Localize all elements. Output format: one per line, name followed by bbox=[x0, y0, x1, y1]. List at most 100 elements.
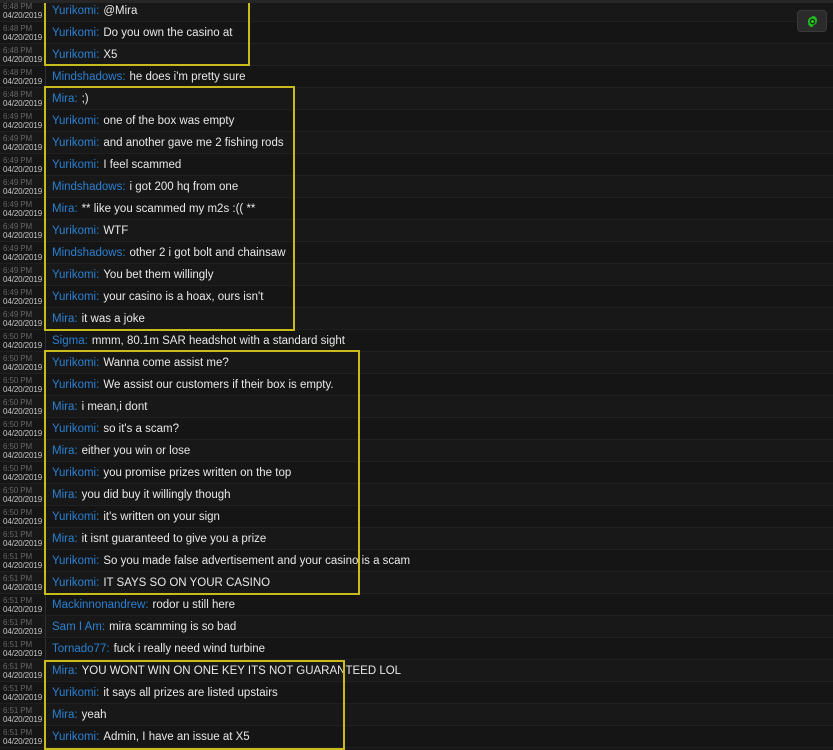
message-text: other 2 i got bolt and chainsaw bbox=[129, 246, 286, 259]
message-username[interactable]: Yurikomi bbox=[52, 466, 97, 479]
message-username[interactable]: Mira bbox=[52, 532, 75, 545]
message-username[interactable]: Yurikomi bbox=[52, 136, 97, 149]
message-username[interactable]: Mindshadows bbox=[52, 70, 123, 83]
message-separator: : bbox=[74, 400, 78, 413]
message-text: mmm, 80.1m SAR headshot with a standard … bbox=[91, 334, 345, 347]
message-date: 04/20/2019 bbox=[3, 407, 43, 416]
message-time: 6:50 PM bbox=[3, 441, 33, 451]
message-username[interactable]: Mira bbox=[52, 488, 75, 501]
message-username[interactable]: Yurikomi bbox=[52, 268, 97, 281]
message-username[interactable]: Mira bbox=[52, 708, 75, 721]
message-time: 6:51 PM bbox=[3, 573, 33, 583]
message-date: 04/20/2019 bbox=[3, 627, 43, 636]
message-username[interactable]: Yurikomi bbox=[52, 48, 97, 61]
message-username[interactable]: Yurikomi bbox=[52, 4, 97, 17]
message-username[interactable]: Mira bbox=[52, 202, 75, 215]
message-username[interactable]: Yurikomi bbox=[52, 554, 97, 567]
message-username[interactable]: Yurikomi bbox=[52, 356, 97, 369]
message-username[interactable]: Yurikomi bbox=[52, 422, 97, 435]
message-date: 04/20/2019 bbox=[3, 121, 43, 130]
message-body: Mindshadows:he does i'm pretty sure bbox=[46, 66, 833, 87]
message-username[interactable]: Mindshadows bbox=[52, 180, 123, 193]
settings-gear-button[interactable] bbox=[797, 10, 827, 32]
message-username[interactable]: Yurikomi bbox=[52, 114, 97, 127]
message-separator: : bbox=[74, 488, 78, 501]
message-username[interactable]: Mira bbox=[52, 664, 75, 677]
message-username[interactable]: Mira bbox=[52, 400, 75, 413]
message-separator: : bbox=[96, 466, 100, 479]
message-username[interactable]: Yurikomi bbox=[52, 26, 97, 39]
message-date: 04/20/2019 bbox=[3, 77, 43, 86]
message-separator: : bbox=[96, 4, 100, 17]
message-username[interactable]: Yurikomi bbox=[52, 576, 97, 589]
message-username[interactable]: Yurikomi bbox=[52, 378, 97, 391]
message-text: rodor u still here bbox=[152, 598, 236, 611]
message-username[interactable]: Mindshadows bbox=[52, 246, 123, 259]
message-username[interactable]: Yurikomi bbox=[52, 510, 97, 523]
message-username[interactable]: Mackinnonandrew bbox=[52, 598, 146, 611]
message-time: 6:49 PM bbox=[3, 133, 33, 143]
message-separator: : bbox=[96, 48, 100, 61]
message-username[interactable]: Yurikomi bbox=[52, 224, 97, 237]
message-body: Yurikomi:So you made false advertisement… bbox=[46, 550, 833, 571]
message-username[interactable]: Yurikomi bbox=[52, 730, 97, 743]
message-date: 04/20/2019 bbox=[3, 561, 43, 570]
message-username[interactable]: Yurikomi bbox=[52, 290, 97, 303]
message-body: Mira:i mean,i dont bbox=[46, 396, 833, 417]
message-username[interactable]: Sigma bbox=[52, 334, 85, 347]
message-text: it isnt guaranteed to give you a prize bbox=[81, 532, 267, 545]
message-username[interactable]: Yurikomi bbox=[52, 686, 97, 699]
message-username[interactable]: Mira bbox=[52, 444, 75, 457]
message-body: Mira:it isnt guaranteed to give you a pr… bbox=[46, 528, 833, 549]
message-text: your casino is a hoax, ours isn't bbox=[103, 290, 264, 303]
message-username[interactable]: Yurikomi bbox=[52, 158, 97, 171]
message-username[interactable]: Tornado77 bbox=[52, 642, 107, 655]
message-text: I feel scammed bbox=[103, 158, 182, 171]
message-time: 6:50 PM bbox=[3, 353, 33, 363]
message-username[interactable]: Mira bbox=[52, 312, 75, 325]
message-username[interactable]: Sam I Am bbox=[52, 620, 102, 633]
message-username[interactable]: Mira bbox=[52, 92, 75, 105]
